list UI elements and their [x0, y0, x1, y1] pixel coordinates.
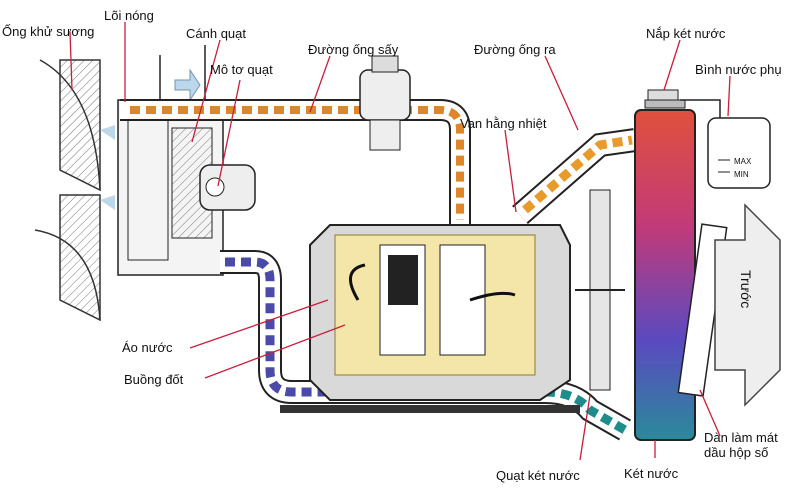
label-water-jacket: Áo nước: [122, 340, 173, 355]
fan-motor: [199, 164, 256, 211]
label-fan-motor: Mô tơ quạt: [210, 62, 273, 77]
outlet-pipe: [512, 128, 637, 225]
label-reservoir: Bình nước phụ: [695, 62, 782, 77]
label-min: MIN: [734, 170, 749, 179]
label-front: Trước: [738, 270, 754, 309]
label-outlet-pipe: Đường ống ra: [474, 42, 556, 57]
label-radiator-fan: Quạt két nước: [496, 468, 580, 483]
label-defrost-duct: Ống khử sương: [2, 24, 95, 39]
label-combustion-chamber: Buồng đốt: [124, 372, 184, 387]
label-radiator: Két nước: [624, 466, 679, 481]
front-arrow: [714, 203, 781, 407]
radiator-fan: [575, 189, 625, 391]
reservoir: [680, 99, 771, 189]
label-trans-cooler: Dàn làm mát dầu hộp số: [704, 430, 778, 460]
leader-lines: [69, 22, 731, 461]
heater-box: [100, 45, 224, 276]
label-heater-core: Lõi nóng: [104, 8, 154, 23]
heater-pipe: [120, 55, 471, 225]
engine-block: [280, 224, 580, 413]
label-heater-pipe: Đường ống sấy: [308, 42, 399, 57]
label-radiator-cap: Nắp két nước: [646, 26, 726, 41]
label-max: MAX: [734, 157, 752, 166]
label-fan-blade: Cánh quạt: [186, 26, 246, 41]
defrost-duct: [34, 59, 101, 322]
label-thermostat: Van hằng nhiệt: [460, 116, 547, 131]
